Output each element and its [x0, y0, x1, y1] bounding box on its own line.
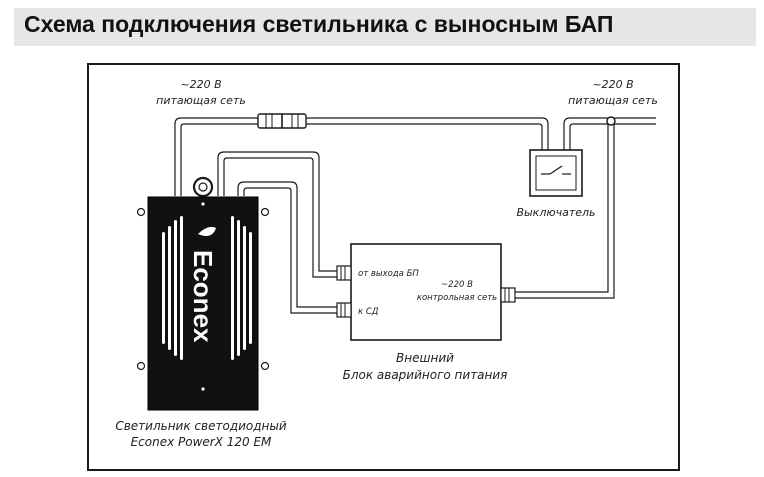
- switch-label: Выключатель: [516, 206, 595, 219]
- lamp-brand: Econex: [188, 250, 218, 343]
- lamp-caption-line2: Econex PowerX 120 EM: [131, 435, 272, 449]
- bap-caption-line1: Внешний: [396, 351, 454, 365]
- lamp-fixture: Econex: [136, 176, 270, 411]
- title-bar: Схема подключения светильника с выносным…: [14, 8, 756, 46]
- junction-dot: [606, 116, 616, 126]
- lamp-caption-line1: Светильник светодиодный: [115, 419, 287, 433]
- mains-right-voltage: ~220 В: [592, 78, 633, 91]
- page-title: Схема подключения светильника с выносным…: [24, 11, 614, 37]
- bap-to-led-label: к СД: [358, 307, 379, 317]
- bap-control-voltage: ~220 В: [441, 280, 473, 290]
- bap-caption-line2: Блок аварийного питания: [343, 368, 508, 382]
- mains-right-caption: питающая сеть: [568, 94, 658, 107]
- wires: [174, 117, 656, 314]
- bap-control-caption: контрольная сеть: [417, 293, 497, 303]
- mains-left-voltage: ~220 В: [180, 78, 221, 91]
- bap-from-output-label: от выхода БП: [358, 269, 419, 279]
- diagram-frame: [87, 63, 680, 471]
- inline-connector: [257, 113, 307, 129]
- switch: [529, 149, 583, 197]
- mains-left-caption: питающая сеть: [156, 94, 246, 107]
- bap-box: [336, 243, 516, 341]
